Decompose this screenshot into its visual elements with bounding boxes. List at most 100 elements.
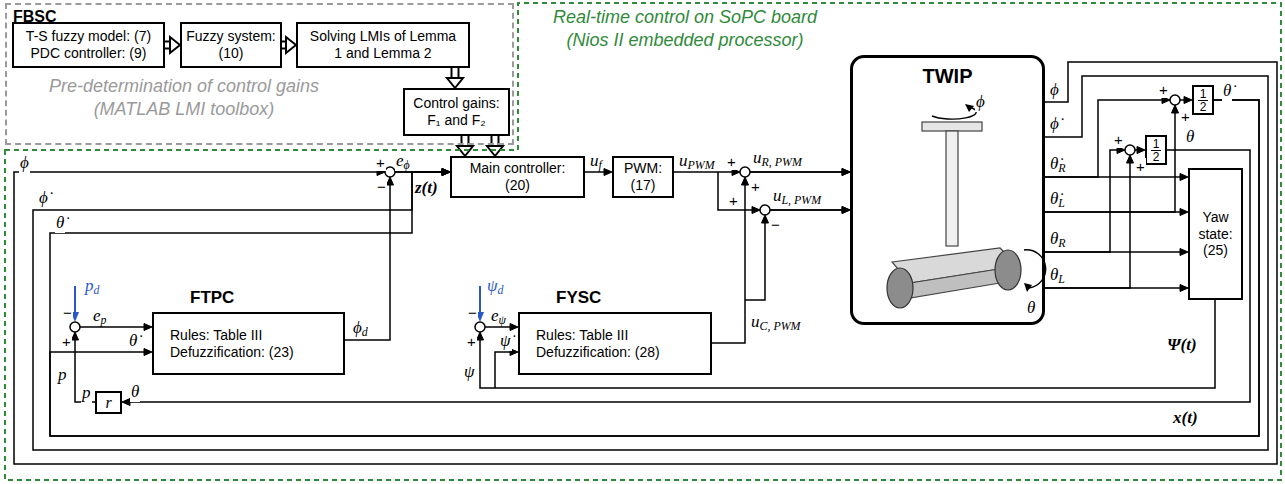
sign-label: − <box>467 304 478 321</box>
reference-arrow <box>74 286 76 314</box>
box-text: Solving LMIs of Lemma 1 and Lemma 2 <box>308 28 458 62</box>
box-text: 1 <box>1151 138 1162 151</box>
arrow-head <box>842 169 850 176</box>
gain-box: Control gains: F₁ and F₂ <box>403 88 510 136</box>
text-base: e <box>396 151 404 170</box>
box-text: Rules: Table III Defuzzification: (23) <box>154 327 343 361</box>
signal-label: z(t) <box>414 178 439 198</box>
pole <box>946 131 958 246</box>
signal-line <box>1045 211 1182 213</box>
block-arrow-core <box>453 68 458 78</box>
summing-junction <box>385 167 395 177</box>
arrow-head <box>1180 174 1188 181</box>
signal-label: θ̇ <box>1222 81 1232 101</box>
block-heading: FTPC <box>190 288 234 308</box>
block-arrow <box>165 37 180 53</box>
sign-label: − <box>770 216 781 233</box>
signal-label: θR <box>1049 229 1067 249</box>
arrow-head <box>72 332 79 340</box>
text-base: θ̇ <box>1050 189 1058 208</box>
sign-label: + <box>750 178 761 195</box>
signal-label: θ̇ <box>55 213 65 233</box>
sign-label: + <box>1158 81 1169 98</box>
text-base: ψ <box>487 276 498 295</box>
signal-label: eϕ <box>395 151 411 171</box>
signal-line <box>770 209 844 211</box>
plant-box: TWIP <box>850 55 1045 325</box>
box-text: TWIP <box>923 64 973 88</box>
signal-line <box>1045 287 1182 289</box>
signal-line <box>718 172 754 210</box>
arrow-head <box>1172 105 1179 113</box>
signal-connector <box>674 169 850 214</box>
text-subscript: R <box>1058 161 1065 175</box>
signal-connector <box>345 169 450 341</box>
text-base: θ̇ <box>1050 154 1058 173</box>
block-arrow <box>282 37 296 53</box>
text-base: e <box>93 306 101 325</box>
signal-label: θ <box>1185 127 1195 147</box>
text-subscript: f <box>599 158 602 172</box>
text-base: θ <box>1050 265 1058 284</box>
signal-line <box>750 171 844 173</box>
block-arrow <box>447 68 463 88</box>
sign-label: + <box>726 153 737 170</box>
signal-line <box>80 326 146 328</box>
text-subscript: L <box>1058 272 1065 286</box>
signal-label: θ <box>130 382 140 402</box>
signal-label: ϕ <box>975 92 986 112</box>
edge-label: uC, PWM <box>750 312 801 332</box>
sign-label: + <box>375 154 386 171</box>
signal-label: θ <box>1026 298 1036 318</box>
signal-label: ep <box>92 306 108 326</box>
text-subscript: p <box>101 313 107 327</box>
arrow-head <box>1180 209 1188 216</box>
signal-line <box>480 300 1215 388</box>
signal-line <box>395 171 444 173</box>
text-subscript: ϕ <box>404 158 410 172</box>
signal-line <box>75 338 95 402</box>
signal-connector <box>122 150 1250 406</box>
reference-arrows <box>71 286 484 322</box>
signal-line <box>395 171 444 173</box>
signal-label: eψ <box>490 306 507 326</box>
summing-junction <box>1170 95 1180 105</box>
arrow-head <box>170 37 180 53</box>
gain-box: 12 <box>1145 135 1167 165</box>
arrow-head <box>122 399 130 406</box>
signal-label: ψd <box>486 276 505 296</box>
arrow-head <box>742 177 749 185</box>
summing-junction <box>740 167 750 177</box>
arrow-head <box>752 207 760 214</box>
text-base: ϕ <box>353 318 362 337</box>
signal-line <box>485 326 512 328</box>
signal-label: x(t) <box>1172 408 1199 428</box>
text-subscript: L <box>1058 196 1065 210</box>
sign-label: + <box>1180 108 1191 125</box>
arrow-head <box>387 177 394 185</box>
arrow-head <box>965 104 974 112</box>
sign-label: − <box>376 178 387 195</box>
text-subscript: d <box>94 283 100 297</box>
box-text: 2 <box>1200 101 1207 113</box>
sign-label: + <box>466 333 477 350</box>
signal-label: ψ̇ <box>499 331 512 351</box>
text-subscript: R <box>1058 236 1065 250</box>
signal-connector <box>1045 97 1192 213</box>
summing-junctions <box>70 95 1180 332</box>
edge-label: uPWM <box>678 151 716 171</box>
box-text: r <box>105 393 111 412</box>
fbsc-region: FBSCPre-determination of control gains (… <box>5 3 514 145</box>
text-subscript: d <box>498 283 504 297</box>
signal-line <box>495 352 512 388</box>
arrow-head <box>762 215 769 223</box>
text-base: e <box>491 306 499 325</box>
signal-label: ψ <box>463 362 476 382</box>
fuzzy-controller-box: FYSCRules: Table III Defuzzification: (2… <box>518 312 712 375</box>
sign-label: − <box>62 304 73 321</box>
box-text: Yaw state: (25) <box>1192 209 1239 259</box>
text-subscript: d <box>362 325 368 339</box>
arrow-head <box>1127 155 1134 163</box>
